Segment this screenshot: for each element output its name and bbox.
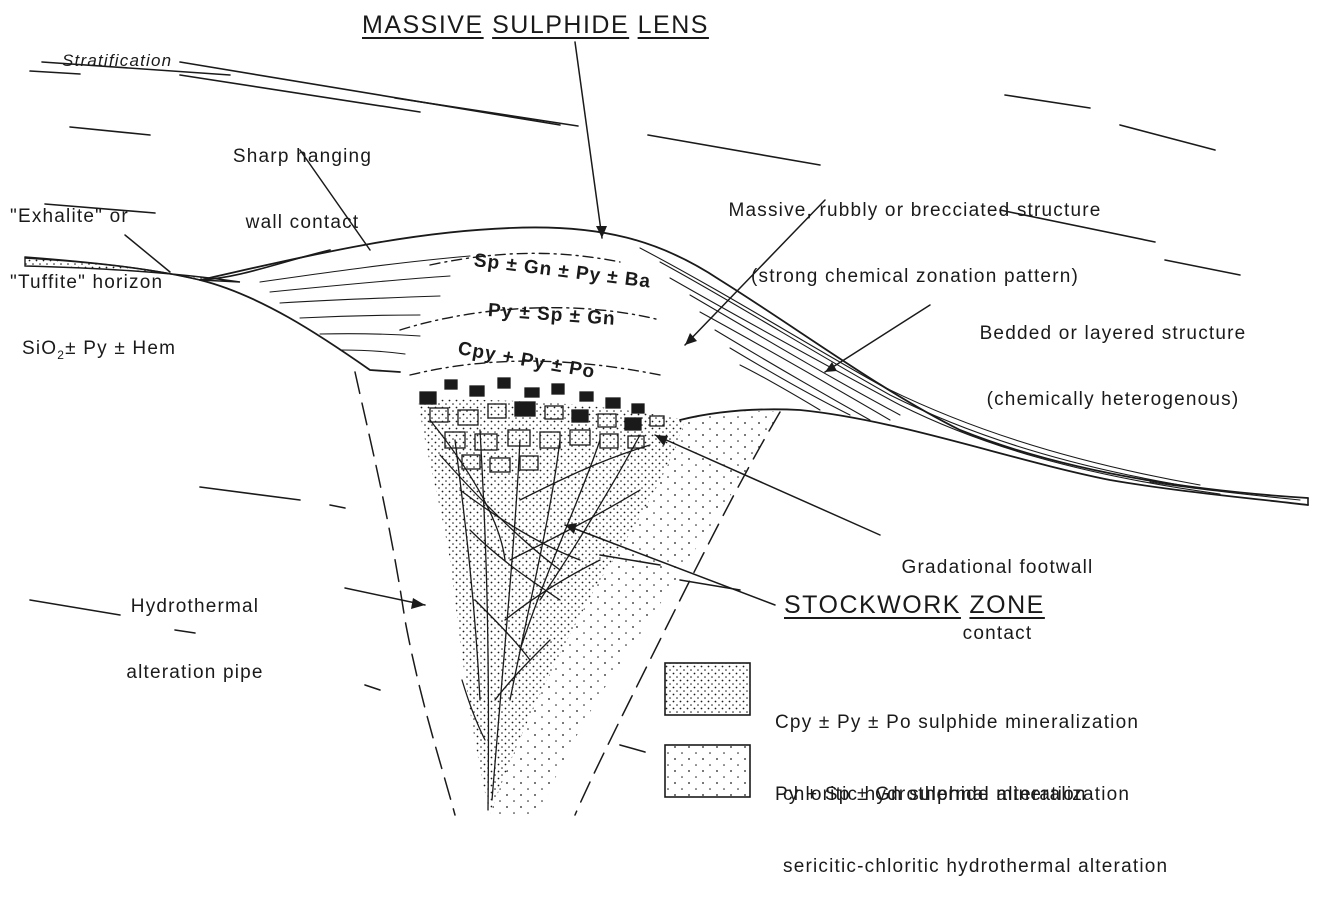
- label-exhalite-line3: SiO2± Py ± Hem: [10, 338, 176, 366]
- title-word-lens: LENS: [638, 11, 709, 39]
- label-exhalite-line2: "Tuffite" horizon: [10, 272, 176, 294]
- label-sharp-hanging-line2: wall contact: [180, 212, 425, 234]
- label-sharp-hanging-line1: Sharp hanging: [180, 146, 425, 168]
- legend-swatch-dense: [665, 663, 750, 715]
- title-massive-sulphide-lens: MASSIVE SULPHIDE LENS: [362, 14, 709, 36]
- label-exhalite-line1: "Exhalite" or: [10, 206, 176, 228]
- label-gradational-line2: contact: [880, 623, 1115, 645]
- label-bedded-line2: (chemically heterogenous): [908, 389, 1318, 411]
- label-gradational-contact: Gradational footwall contact: [880, 513, 1115, 667]
- label-sharp-hanging-wall: Sharp hanging wall contact: [180, 102, 425, 256]
- lens-bottom-edge: [200, 280, 400, 372]
- label-exhalite-rest: ± Py ± Hem: [65, 338, 176, 359]
- label-massive-line1: Massive, rubbly or brecciated structure: [620, 200, 1210, 222]
- label-stockwork-zone: STOCKWORK ZONE: [784, 594, 1045, 616]
- title-word-massive: MASSIVE: [362, 11, 484, 39]
- label-hydrothermal-line2: alteration pipe: [50, 662, 340, 684]
- stockwork-word2: ZONE: [969, 591, 1044, 619]
- legend-sparse-line1: Py + Sp ± Gn sulphide mineralization: [775, 784, 1168, 806]
- label-hydrothermal-pipe: Hydrothermal alteration pipe: [50, 552, 340, 706]
- legend-item-sparse: Py + Sp ± Gn sulphide mineralization ser…: [775, 740, 1168, 900]
- label-stratification: Stratification: [62, 50, 172, 72]
- label-exhalite-sio: SiO: [22, 338, 57, 359]
- label-bedded-structure: Bedded or layered structure (chemically …: [908, 279, 1318, 433]
- label-bedded-line1: Bedded or layered structure: [908, 323, 1318, 345]
- legend-swatch-sparse: [665, 745, 750, 797]
- label-exhalite-sub: 2: [57, 348, 65, 362]
- label-gradational-line1: Gradational footwall: [880, 557, 1115, 579]
- label-hydrothermal-line1: Hydrothermal: [50, 596, 340, 618]
- legend-sparse-line2: sericitic-chloritic hydrothermal alterat…: [775, 856, 1168, 878]
- title-word-sulphide: SULPHIDE: [492, 11, 629, 39]
- stockwork-word1: STOCKWORK: [784, 591, 961, 619]
- label-exhalite-horizon: "Exhalite" or "Tuffite" horizon SiO2± Py…: [10, 162, 176, 388]
- legend-dense-line1: Cpy ± Py ± Po sulphide mineralization: [775, 712, 1139, 734]
